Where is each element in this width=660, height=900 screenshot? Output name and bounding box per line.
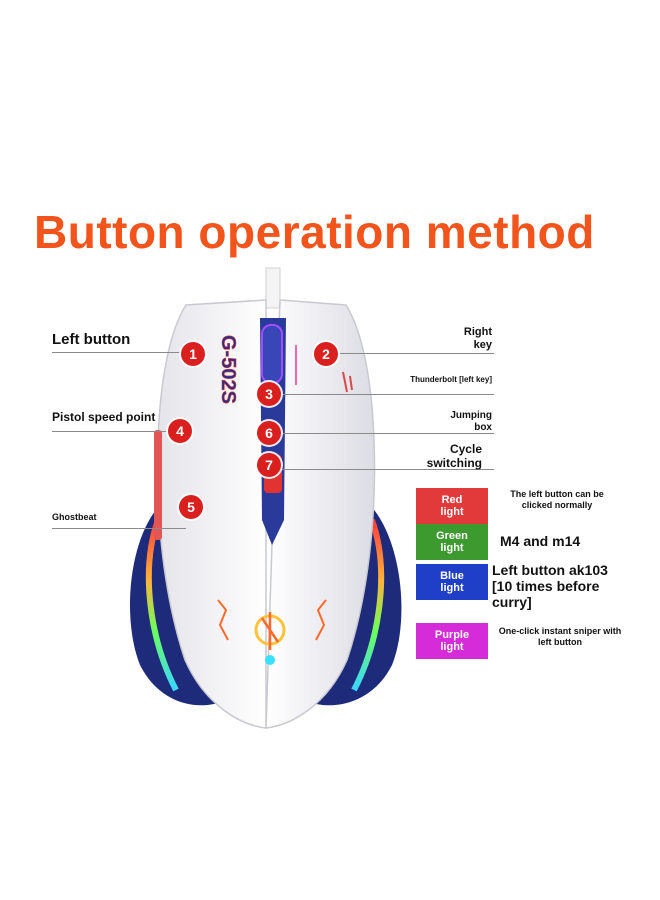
swatch-red-line2: light	[440, 506, 464, 518]
label-left-button: Left button	[52, 331, 131, 348]
mouse-model-text: G-502S	[217, 335, 239, 404]
badge-6: 6	[257, 421, 281, 445]
rgb-logo	[254, 612, 286, 665]
label-cycle-switching: Cycle switching	[400, 442, 482, 470]
swatch-purple-line1: Purple	[434, 629, 470, 641]
badge-7: 7	[257, 453, 281, 477]
label-right-key-line1: Right	[463, 326, 492, 338]
label-jumping-line1: Jumping	[450, 410, 492, 421]
scroll-wheel	[261, 324, 283, 384]
side-red-bar	[154, 430, 162, 540]
leader-line-1	[52, 352, 192, 353]
badge-3: 3	[257, 382, 281, 406]
leader-line-4	[52, 431, 180, 432]
badge-1: 1	[181, 342, 205, 366]
desc-purple-light: One-click instant sniper with left butto…	[498, 626, 622, 647]
decor-mark-left	[217, 599, 229, 641]
label-jumping-box: Jumping box	[420, 410, 492, 434]
label-jumping-line2: box	[474, 422, 492, 433]
swatch-green-line2: light	[440, 542, 464, 554]
swatch-blue-line2: light	[440, 582, 464, 594]
page-title: Button operation method	[34, 206, 595, 258]
badge-2: 2	[314, 342, 338, 366]
desc-blue-light: Left button ak103 [10 times before curry…	[492, 562, 608, 610]
label-ghostbeat: Ghostbeat	[52, 512, 97, 522]
label-right-key-line2: key	[473, 339, 492, 351]
leader-line-2	[326, 353, 494, 354]
desc-green-light: M4 and m14	[500, 533, 581, 549]
swatch-red-line1: Red	[441, 494, 463, 506]
decor-mark-right	[315, 599, 327, 641]
rgb-strip-right	[351, 518, 385, 692]
label-right-key: Right key	[420, 326, 492, 352]
swatch-purple-line2: light	[440, 641, 464, 653]
leader-line-5	[52, 528, 186, 529]
mouse-shell-right	[265, 299, 376, 729]
right-key-accent	[342, 371, 353, 393]
label-pistol-speed: Pistol speed point	[52, 410, 156, 424]
leader-line-3	[280, 394, 494, 395]
swatch-green-line1: Green	[436, 530, 468, 542]
badge-5: 5	[179, 495, 203, 519]
mouse-cable	[265, 267, 281, 309]
leader-line-7	[280, 469, 494, 470]
swatch-blue-line1: Blue	[440, 570, 464, 582]
rgb-strip-left	[145, 518, 179, 692]
label-thunderbolt: Thunderbolt [left key]	[410, 375, 492, 384]
label-cycle-line2: switching	[426, 456, 482, 470]
leader-line-6	[280, 433, 494, 434]
label-cycle-line1: Cycle	[449, 442, 482, 456]
desc-red-light: The left button can be clicked normally	[510, 489, 604, 510]
mouse-shell-left	[156, 299, 267, 729]
badge-4: 4	[168, 419, 192, 443]
